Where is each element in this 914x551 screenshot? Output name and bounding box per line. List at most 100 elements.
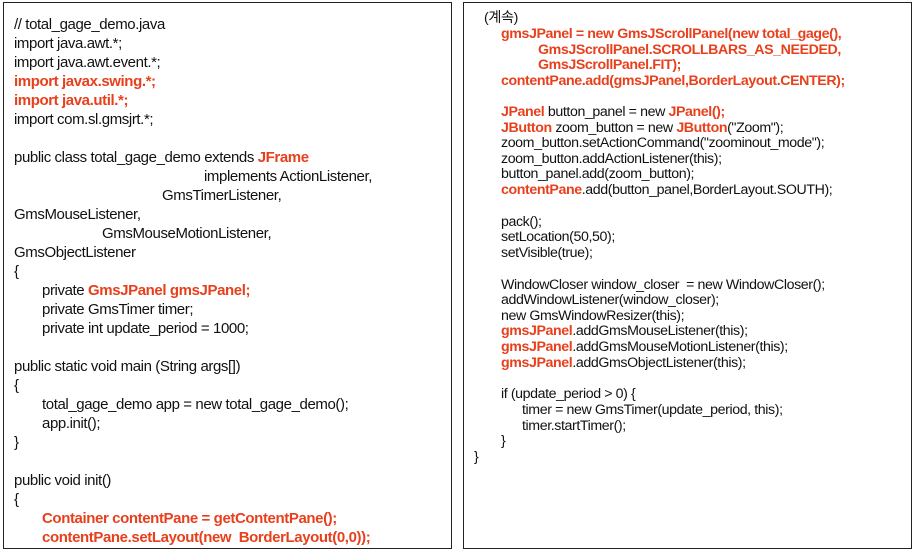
code-text: import java.awt.*; (14, 35, 122, 52)
code-text: JPanel (501, 104, 545, 120)
code-line: total_gage_demo app = new total_gage_dem… (42, 395, 349, 414)
code-text: public static void main (String args[]) (14, 358, 241, 375)
code-line: app.init(); (42, 414, 101, 433)
code-text: (계속) (484, 10, 518, 26)
code-line: private GmsTimer timer; (42, 300, 193, 319)
code-line: { (14, 490, 19, 509)
code-highlight: GmsJPanel gmsJPanel; (88, 282, 251, 299)
code-text: { (14, 263, 19, 280)
code-line: gmsJPanel.addGmsObjectListener(this); (501, 355, 746, 372)
code-line: public void init() (14, 471, 111, 490)
code-line: GmsJScrollPanel.FIT); (538, 57, 681, 74)
code-text: implements ActionListener, (204, 168, 373, 185)
code-line: } (501, 433, 506, 450)
code-line: setVisible(true); (501, 245, 593, 262)
right-code-panel: (계속)gmsJPanel = new GmsJScrollPanel(new … (463, 2, 912, 549)
code-line: public class total_gage_demo extends JFr… (14, 148, 309, 167)
code-text: Container contentPane = getContentPane()… (42, 510, 337, 527)
code-text: private GmsTimer timer; (42, 301, 194, 318)
code-text: GmsTimerListener, (162, 187, 282, 204)
code-line: import java.awt.*; (14, 34, 122, 53)
code-line: if (update_period > 0) { (501, 386, 636, 403)
code-line: gmsJPanel.addGmsMouseListener(this); (501, 323, 748, 340)
code-text: button_panel = new (544, 104, 669, 120)
code-text: private (42, 282, 88, 299)
code-line: gmsJPanel = new GmsJScrollPanel(new tota… (501, 26, 842, 43)
code-text: { (14, 491, 19, 508)
code-line: GmsTimerListener, (162, 186, 282, 205)
code-text: public void init() (14, 472, 112, 489)
code-line: button_panel.add(zoom_button); (501, 166, 694, 183)
code-text: .addGmsObjectListener(this); (572, 355, 746, 371)
code-line: zoom_button.addActionListener(this); (501, 151, 722, 168)
code-text: GmsJScrollPanel.FIT); (538, 57, 681, 73)
code-line: } (474, 449, 479, 466)
code-text: } (14, 434, 19, 451)
code-text: contentPane.setLayout(new BorderLayout(0… (42, 529, 371, 546)
code-line: WindowCloser window_closer = new WindowC… (501, 277, 825, 294)
code-line: setLocation(50,50); (501, 229, 615, 246)
code-text: .addGmsMouseListener(this); (572, 323, 748, 339)
code-text: { (14, 377, 19, 394)
code-line: import com.sl.gmsjrt.*; (14, 110, 154, 129)
code-text: zoom_button.addActionListener(this); (501, 151, 722, 167)
code-line: Container contentPane = getContentPane()… (42, 509, 337, 528)
code-text: timer = new GmsTimer(update_period, this… (522, 402, 783, 418)
code-text: .addGmsMouseMotionListener(this); (572, 339, 788, 355)
code-text: public class total_gage_demo extends (14, 149, 258, 166)
code-line: GmsMouseMotionListener, (102, 224, 272, 243)
code-text: zoom_button = new (551, 120, 677, 136)
code-text: GmsMouseMotionListener, (102, 225, 272, 242)
code-line: gmsJPanel.addGmsMouseMotionListener(this… (501, 339, 788, 356)
code-text: } (474, 449, 479, 465)
right-code-lines: (계속)gmsJPanel = new GmsJScrollPanel(new … (464, 3, 911, 548)
code-line: contentPane.add(button_panel,BorderLayou… (501, 182, 833, 199)
code-text: gmsJPanel = new GmsJScrollPanel(new tota… (501, 26, 842, 42)
code-line: import javax.swing.*; (14, 72, 156, 91)
code-line: addWindowListener(window_closer); (501, 292, 719, 309)
code-line: JButton zoom_button = new JButton("Zoom"… (501, 120, 784, 137)
code-text: new GmsWindowResizer(this); (501, 308, 685, 324)
code-line: zoom_button.setActionCommand("zoominout_… (501, 135, 825, 152)
code-text: setVisible(true); (501, 245, 593, 261)
code-line: private GmsJPanel gmsJPanel; (42, 281, 250, 300)
code-text: app.init(); (42, 415, 101, 432)
code-text: gmsJPanel (501, 355, 573, 371)
code-text: timer.startTimer(); (522, 418, 626, 434)
code-highlight: JButton (676, 120, 728, 136)
code-text: import java.util.*; (14, 92, 129, 109)
code-text: contentPane.add(gmsJPanel,BorderLayout.C… (501, 73, 845, 89)
code-text: contentPane (501, 182, 582, 198)
code-text: GmsJScrollPanel.SCROLLBARS_AS_NEEDED, (538, 42, 841, 58)
code-line: import java.awt.event.*; (14, 53, 161, 72)
code-text: WindowCloser window_closer = new WindowC… (501, 277, 825, 293)
code-text: import java.awt.event.*; (14, 54, 161, 71)
code-line: timer.startTimer(); (522, 418, 626, 435)
code-text: addWindowListener(window_closer); (501, 292, 719, 308)
code-text: } (501, 433, 506, 449)
code-text: private int update_period = 1000; (42, 320, 249, 337)
code-text: total_gage_demo app = new total_gage_dem… (42, 396, 349, 413)
code-text: pack(); (501, 214, 542, 230)
code-line: GmsMouseListener, (14, 205, 141, 224)
code-line: pack(); (501, 214, 542, 231)
code-text: zoom_button.setActionCommand("zoominout_… (501, 135, 825, 151)
code-line: timer = new GmsTimer(update_period, this… (522, 402, 783, 419)
code-line: private int update_period = 1000; (42, 319, 249, 338)
code-text: import javax.swing.*; (14, 73, 156, 90)
code-line: contentPane.add(gmsJPanel,BorderLayout.C… (501, 73, 845, 90)
code-line: (계속) (484, 10, 518, 27)
code-text: GmsObjectListener (14, 244, 136, 261)
code-text: .add(button_panel,BorderLayout.SOUTH); (581, 182, 833, 198)
code-text: // total_gage_demo.java (14, 16, 165, 33)
code-text: GmsMouseListener, (14, 206, 141, 223)
code-line: { (14, 376, 19, 395)
code-text: JButton (501, 120, 552, 136)
code-highlight: JFrame (257, 149, 309, 166)
code-line: new GmsWindowResizer(this); (501, 308, 685, 325)
code-text: ("Zoom"); (727, 120, 784, 136)
code-line: import java.util.*; (14, 91, 128, 110)
code-line: { (14, 262, 19, 281)
